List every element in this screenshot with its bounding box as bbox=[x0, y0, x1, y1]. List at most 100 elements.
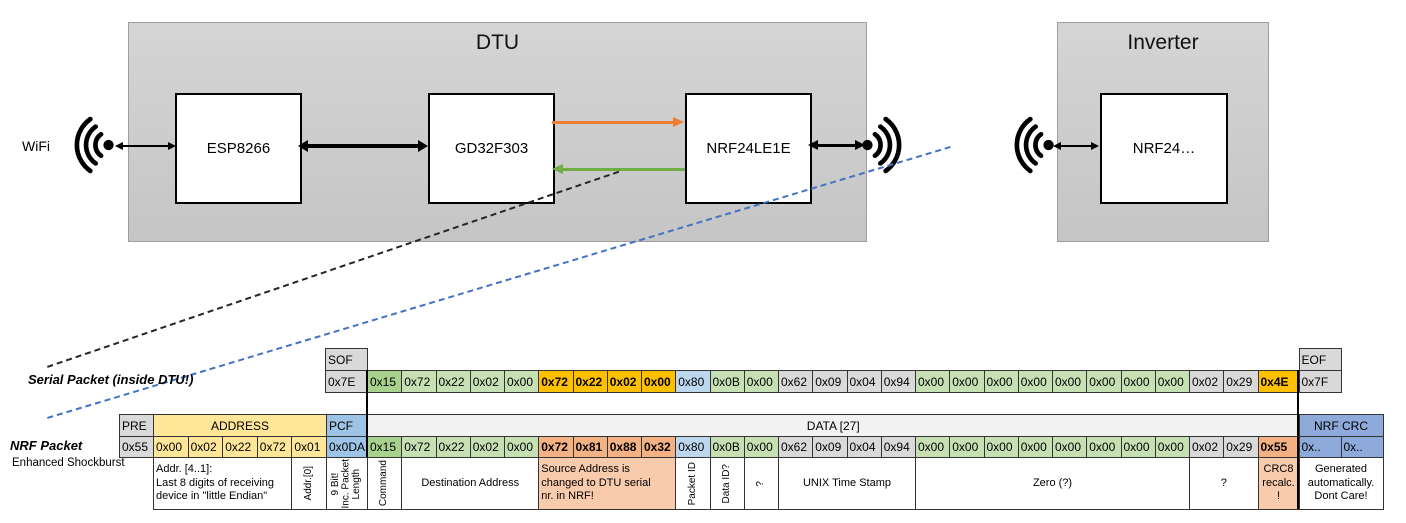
nrf-byte-cell: 0x02 bbox=[469, 436, 506, 458]
packet-map-connector-left bbox=[366, 370, 368, 457]
serial-byte-cell: 0x62 bbox=[777, 370, 814, 393]
uart-rx-arrow bbox=[563, 168, 685, 171]
spacer-cell bbox=[368, 349, 1300, 371]
uart-tx-arrow bbox=[552, 121, 674, 124]
nrf-byte-cell: 0x22 bbox=[435, 436, 471, 458]
vertical-annotation-text: Command bbox=[378, 460, 390, 507]
vertical-annotation-text: Addr.[0] bbox=[302, 466, 314, 501]
nrf-crc-header-cell: NRF CRC bbox=[1298, 414, 1384, 437]
serial-byte-cell: 0x72 bbox=[401, 370, 437, 393]
nrf-byte-cell: 0x00 bbox=[503, 436, 540, 458]
sof-header-cell: SOF bbox=[325, 348, 368, 371]
gd32f303-label: GD32F303 bbox=[454, 140, 529, 157]
arrowhead bbox=[855, 140, 865, 150]
serial-byte-cell: 0x72 bbox=[538, 370, 574, 393]
annotation-cell: Generated automatically. Dont Care! bbox=[1298, 457, 1384, 510]
vertical-annotation-text: ? bbox=[755, 480, 767, 487]
nrf-byte-cell: 0x00 bbox=[914, 436, 951, 458]
serial-byte-cell: 0x04 bbox=[846, 370, 882, 393]
serial-byte-cell: 0x29 bbox=[1223, 370, 1259, 393]
inverter-nrf24-box: NRF24… bbox=[1100, 93, 1228, 204]
enhanced-shockburst-label: Enhanced Shockburst bbox=[12, 457, 125, 469]
arrowhead bbox=[115, 142, 123, 150]
serial-byte-cell: 0x22 bbox=[435, 370, 471, 393]
wifi-icon bbox=[1014, 116, 1054, 174]
serial-byte-cell: 0x22 bbox=[572, 370, 608, 393]
inverter-nrf24-label: NRF24… bbox=[1132, 140, 1196, 157]
serial-byte-cell: 0x94 bbox=[880, 370, 917, 393]
pcf-header-cell: PCF bbox=[325, 414, 369, 437]
nrf-byte-cell: 0x00 bbox=[743, 436, 780, 458]
esp-gd-link bbox=[307, 144, 419, 148]
arrowhead bbox=[418, 140, 428, 152]
address-byte-cell: 0x72 bbox=[256, 436, 293, 458]
nrf-byte-cell: 0x55 bbox=[1257, 436, 1300, 458]
annotation-cell: Command bbox=[366, 457, 403, 510]
annotation-cell: CRC8 recalc. ! bbox=[1257, 457, 1300, 510]
serial-byte-cell: 0x00 bbox=[914, 370, 951, 393]
sof-byte-cell: 0x7E bbox=[325, 370, 368, 393]
annotation-cell: ? bbox=[1189, 457, 1259, 510]
inverter-title: Inverter bbox=[1127, 31, 1199, 54]
annotation-cell: Packet ID bbox=[675, 457, 711, 510]
arrowhead bbox=[1053, 142, 1061, 150]
nrf-byte-cell: 0x32 bbox=[640, 436, 677, 458]
arrowhead bbox=[1091, 142, 1099, 150]
serial-byte-cell: 0x02 bbox=[606, 370, 643, 393]
annotation-cell: UNIX Time Stamp bbox=[778, 457, 916, 510]
serial-byte-cell: 0x02 bbox=[469, 370, 506, 393]
nrf-byte-cell: 0x72 bbox=[538, 436, 574, 458]
nrf-byte-cell: 0x94 bbox=[880, 436, 917, 458]
dtu-title: DTU bbox=[475, 31, 520, 54]
nrf-byte-cell: 0x29 bbox=[1223, 436, 1259, 458]
address-header-cell: ADDRESS bbox=[153, 414, 327, 437]
annotation-cell: Zero (?) bbox=[915, 457, 1190, 510]
data-header-cell: DATA [27] bbox=[367, 414, 1300, 437]
pcf-byte-cell: 0x0DA bbox=[325, 436, 369, 458]
vertical-annotation-text: Data ID? bbox=[720, 463, 732, 504]
serial-byte-cell: 0x00 bbox=[1051, 370, 1088, 393]
serial-byte-cell: 0x4E bbox=[1257, 370, 1300, 393]
nrf-byte-cell: 0x00 bbox=[1086, 436, 1122, 458]
annotation-cell: Data ID? bbox=[709, 457, 745, 510]
arrowhead bbox=[552, 164, 563, 174]
spacer-cell bbox=[120, 458, 154, 510]
crc-byte-cell: 0x.. bbox=[1298, 436, 1342, 458]
vertical-annotation-text: Packet ID bbox=[686, 461, 698, 506]
nrf-byte-cell: 0x00 bbox=[1154, 436, 1191, 458]
serial-byte-cell: 0x00 bbox=[1086, 370, 1122, 393]
serial-packet-label: Serial Packet (inside DTU!) bbox=[28, 372, 194, 387]
nrf-byte-cell: 0x02 bbox=[1188, 436, 1225, 458]
annotation-cell: Source Address is changed to DTU serial … bbox=[538, 457, 677, 510]
nrf-byte-cell: 0x72 bbox=[401, 436, 437, 458]
nrf-byte-cell: 0x80 bbox=[675, 436, 711, 458]
packet-map-connector-right bbox=[1297, 370, 1299, 509]
arrowhead bbox=[298, 140, 308, 152]
address-byte-cell: 0x22 bbox=[222, 436, 258, 458]
address-byte-cell: 0x01 bbox=[291, 436, 327, 458]
pre-byte-cell: 0x55 bbox=[119, 436, 154, 458]
nrf-byte-cell: 0x62 bbox=[777, 436, 814, 458]
nrf-byte-cell: 0x00 bbox=[1120, 436, 1156, 458]
serial-byte-cell: 0x00 bbox=[949, 370, 985, 393]
gd32f303-box: GD32F303 bbox=[428, 93, 555, 204]
annotation-cell: ? bbox=[743, 457, 780, 510]
nrf-byte-cell: 0x0B bbox=[709, 436, 745, 458]
eof-header-cell: EOF bbox=[1298, 348, 1342, 371]
arrowhead bbox=[808, 140, 818, 150]
nrf-byte-cell: 0x00 bbox=[949, 436, 985, 458]
wifi-esp-link bbox=[122, 145, 172, 147]
inverter-rf-link bbox=[1060, 145, 1093, 147]
annotation-cell: Addr. [4..1]: Last 8 digits of receiving… bbox=[152, 457, 293, 510]
vertical-annotation-text: 9 Bit! Inc. Packet Length bbox=[330, 458, 363, 509]
nrf-byte-cell: 0x00 bbox=[1051, 436, 1088, 458]
nrf-byte-cell: 0x04 bbox=[846, 436, 882, 458]
crc-byte-cell: 0x.. bbox=[1340, 436, 1384, 458]
wifi-icon bbox=[74, 116, 114, 174]
serial-byte-cell: 0x00 bbox=[503, 370, 540, 393]
serial-byte-cell: 0x80 bbox=[675, 370, 711, 393]
annotation-cell: 9 Bit! Inc. Packet Length bbox=[325, 457, 369, 510]
nrf24le1e-box: NRF24LE1E bbox=[685, 93, 812, 204]
nrf-byte-cell: 0x00 bbox=[983, 436, 1019, 458]
